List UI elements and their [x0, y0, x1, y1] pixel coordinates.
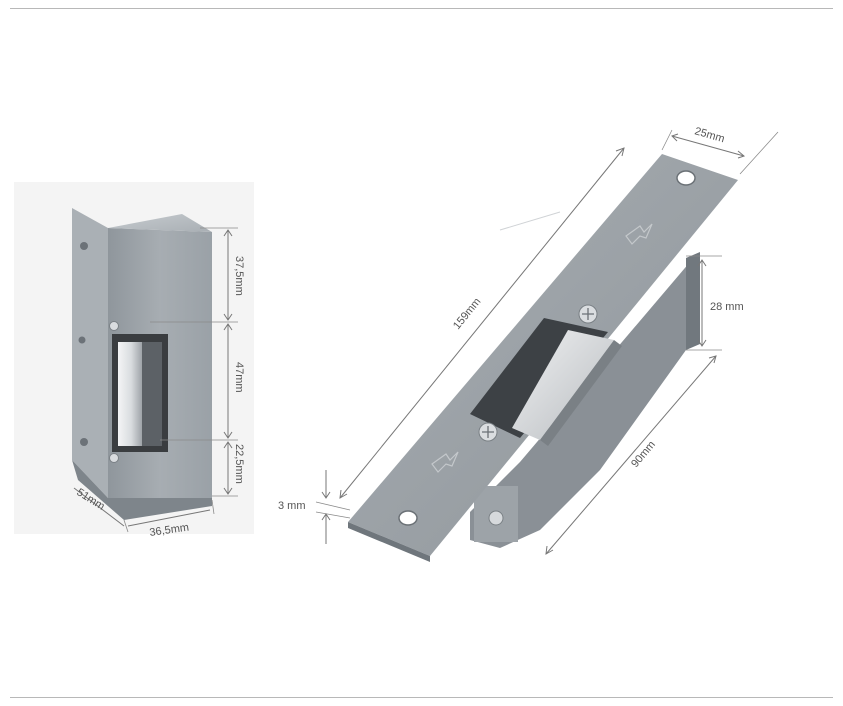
- top-rule: [10, 8, 833, 9]
- bottom-rule: [10, 697, 833, 698]
- right-latch-bolt: [512, 330, 614, 440]
- right-plate-width-label: 25mm: [693, 125, 726, 145]
- right-body-length-line: [545, 355, 717, 555]
- left-screw: [109, 321, 119, 331]
- left-bottom-height-label: 22,5mm: [233, 444, 245, 484]
- left-body-base: [72, 460, 212, 520]
- right-embossed-mark: [431, 451, 459, 473]
- right-body-end: [686, 252, 700, 350]
- right-plate-width-line: [671, 135, 745, 157]
- left-latch-shadow: [142, 342, 162, 446]
- right-latch-side: [540, 340, 622, 446]
- right-body-offset-label: 28 mm: [710, 301, 744, 313]
- left-mounting-flange: [72, 208, 108, 498]
- left-screw: [109, 453, 119, 463]
- right-terminal-screw: [488, 510, 504, 526]
- right-faceplate-edge: [348, 522, 430, 562]
- right-thickness-label: 3 mm: [278, 500, 306, 512]
- left-depth-line: [73, 487, 125, 527]
- right-embossed-mark: [625, 223, 653, 245]
- left-flange-hole: [78, 336, 86, 344]
- left-top-height-label: 37,5mm: [233, 256, 245, 296]
- left-flange-hole: [80, 438, 88, 446]
- right-body-length-label: 90mm: [629, 439, 658, 470]
- right-plate-hole: [398, 510, 418, 526]
- right-product-view: 25mm 159mm 28 mm 90mm 3 mm: [278, 125, 779, 562]
- left-middle-height-label: 47mm: [233, 362, 245, 393]
- left-product-view: 37,5mm 47mm 22,5mm 51mm 36,5mm: [14, 182, 254, 539]
- right-plate-length-line: [339, 147, 625, 499]
- left-latch-bolt: [118, 342, 142, 446]
- left-body-top: [108, 214, 212, 232]
- left-flange-hole: [80, 242, 88, 250]
- left-width-line: [127, 509, 211, 527]
- right-plate-hole: [676, 170, 696, 186]
- left-width-label: 36,5mm: [149, 522, 190, 539]
- right-lock-body: [470, 262, 690, 548]
